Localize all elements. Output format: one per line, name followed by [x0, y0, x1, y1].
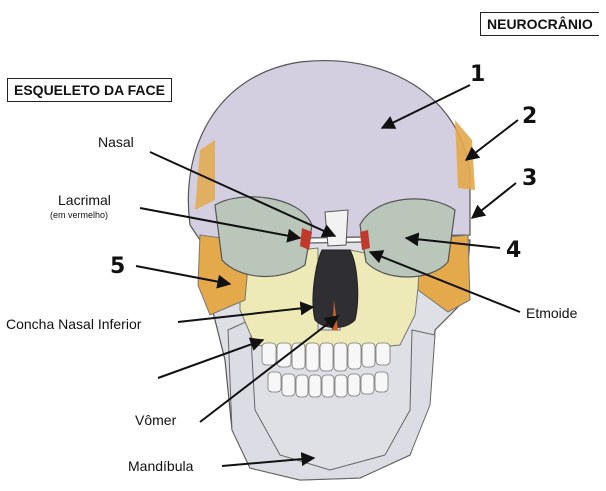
label-mandibula: Mandíbula — [128, 458, 193, 474]
label-lacrimal: Lacrimal — [58, 192, 111, 208]
label-etmoide: Etmoide — [526, 305, 577, 321]
number-3: 3 — [522, 166, 537, 191]
neurocranium-box: NEUROCRÂNIO — [480, 12, 599, 36]
label-vomer: Vômer — [135, 412, 176, 428]
label-concha: Concha Nasal Inferior — [6, 316, 141, 332]
number-1: 1 — [470, 62, 485, 87]
arrow-3 — [472, 183, 516, 218]
face-skeleton-box: ESQUELETO DA FACE — [7, 78, 172, 102]
arrow-2 — [466, 120, 518, 160]
label-lacrimal-note: (em vermelho) — [50, 210, 108, 220]
label-nasal: Nasal — [98, 134, 134, 150]
number-4: 4 — [506, 238, 521, 263]
number-5: 5 — [110, 254, 125, 279]
nasal-bone — [325, 210, 348, 246]
number-2: 2 — [522, 104, 537, 129]
